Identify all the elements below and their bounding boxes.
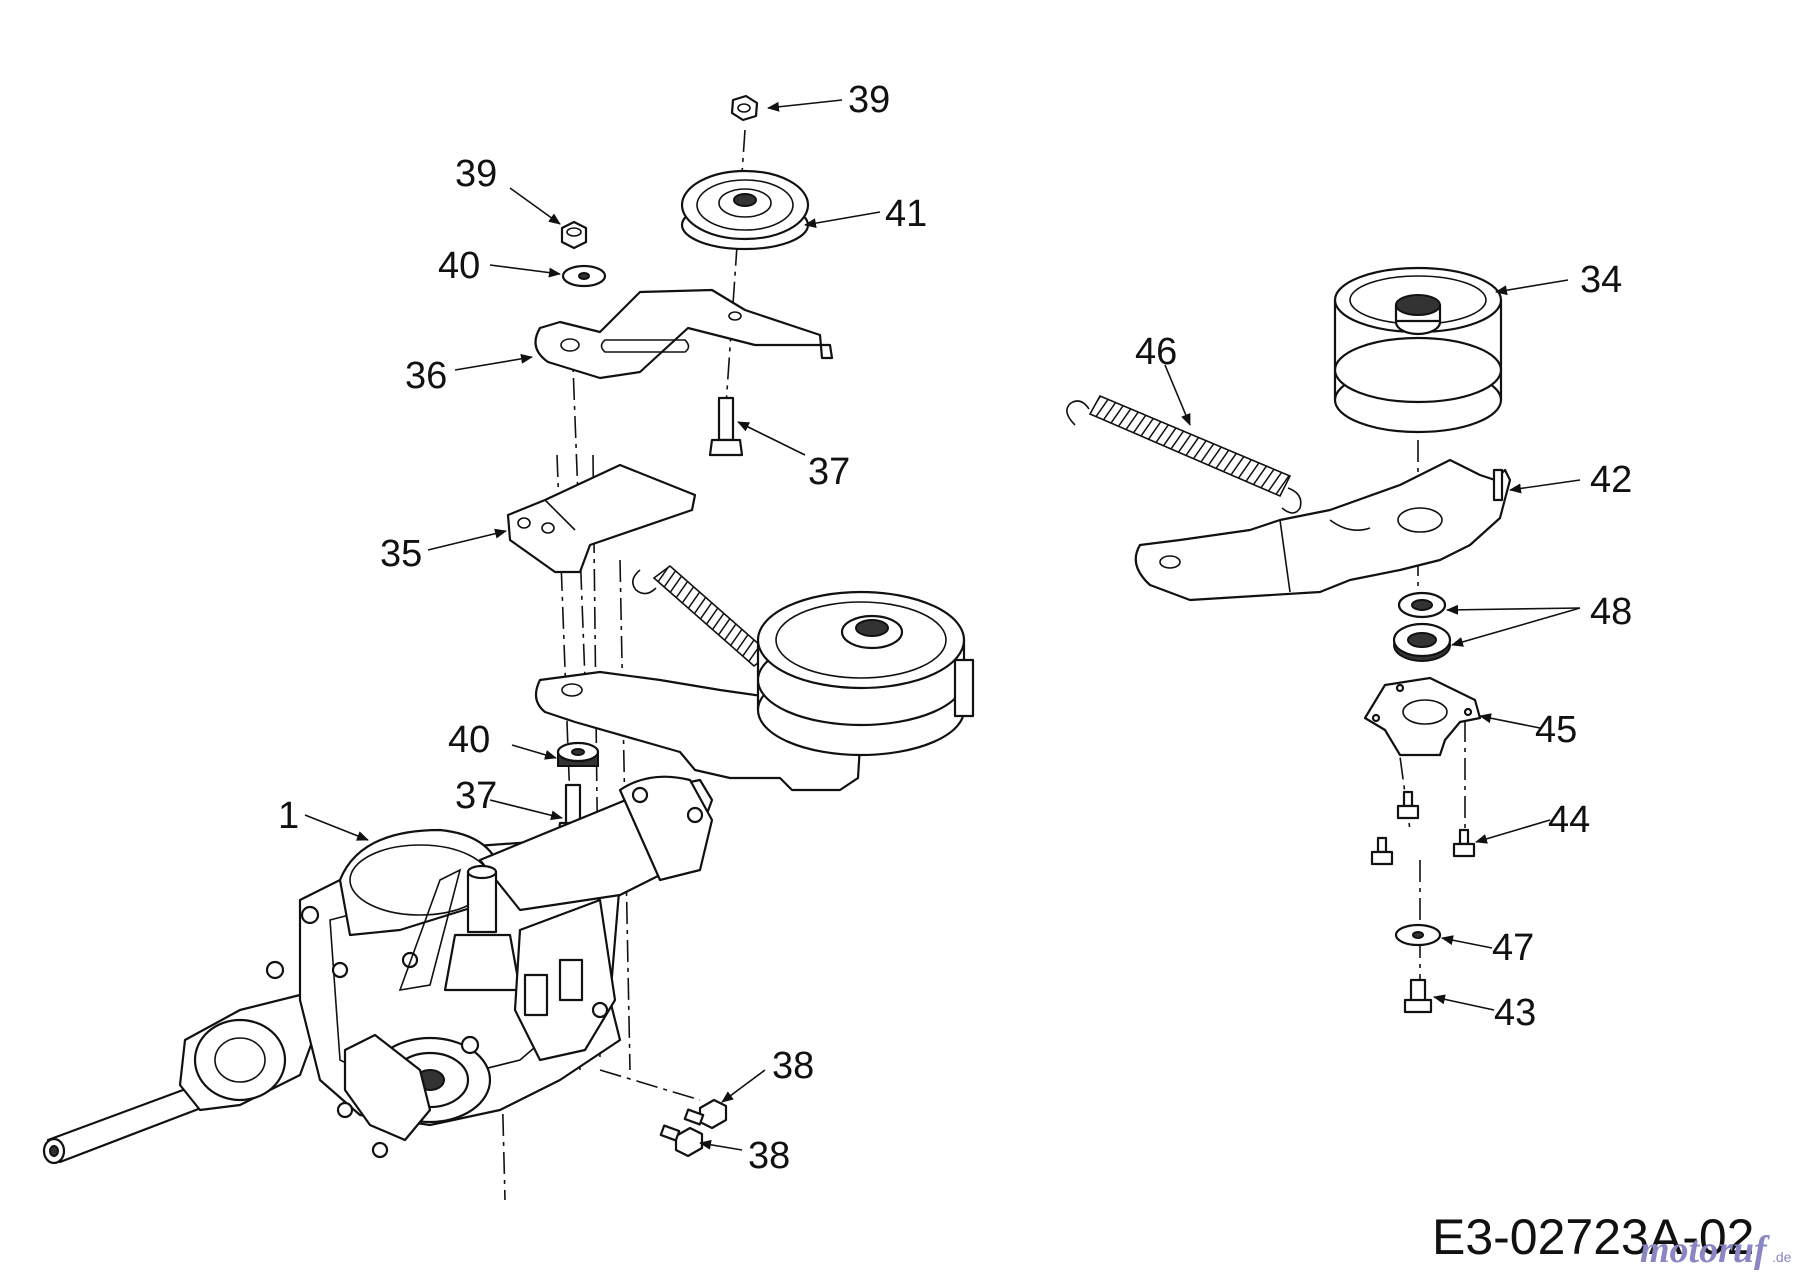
callout-48: 48 xyxy=(1590,591,1632,633)
watermark-brand: motoruf xyxy=(1640,1229,1770,1271)
tension-spring-icon xyxy=(632,564,772,681)
washer-icon xyxy=(1394,923,1442,947)
tension-spring-icon xyxy=(1066,394,1302,514)
bolt-icon xyxy=(1396,790,1420,820)
callout-35: 35 xyxy=(380,533,422,575)
callout-37-upper: 37 xyxy=(808,451,850,493)
bearing-icon xyxy=(1397,591,1447,619)
callout-labels: 39 39 41 40 36 37 35 40 37 1 38 38 34 46… xyxy=(278,79,1632,1177)
callout-45: 45 xyxy=(1535,709,1577,751)
callout-1: 1 xyxy=(278,795,299,837)
callout-43: 43 xyxy=(1494,992,1536,1034)
hex-nut-icon xyxy=(730,94,759,122)
drawing-code: E3-02723A-02 xyxy=(1432,1209,1754,1265)
callout-36: 36 xyxy=(405,355,447,397)
callout-47: 47 xyxy=(1492,927,1534,969)
bearing-icon xyxy=(1392,622,1452,662)
callout-42: 42 xyxy=(1590,459,1632,501)
idler-arm-bracket-icon xyxy=(534,288,834,380)
callout-39-top: 39 xyxy=(848,79,890,121)
callout-44: 44 xyxy=(1548,799,1590,841)
callout-40-upper: 40 xyxy=(438,245,480,287)
shoulder-bolt-icon xyxy=(708,396,744,457)
spacer-washer-icon xyxy=(556,741,600,767)
callout-39-left: 39 xyxy=(455,153,497,195)
callout-40-lower: 40 xyxy=(448,719,490,761)
flange-bolt-icon xyxy=(659,1124,704,1158)
leader-lines xyxy=(304,99,1581,1151)
callout-38-lower: 38 xyxy=(748,1135,790,1177)
flange-bolt-icon xyxy=(683,1098,728,1130)
callout-41: 41 xyxy=(885,193,927,235)
callout-37-lower: 37 xyxy=(455,775,497,817)
hex-nut-icon xyxy=(560,220,588,250)
washer-icon xyxy=(561,264,607,288)
idler-arm-bracket-right-icon xyxy=(1134,458,1512,602)
mounting-plate-icon xyxy=(506,463,697,574)
drive-pulley-large-icon xyxy=(756,590,975,757)
bearing-plate-icon xyxy=(1363,676,1482,757)
watermark-suffix: .de xyxy=(1772,1249,1792,1265)
callout-38-upper: 38 xyxy=(772,1045,814,1087)
bolt-icon xyxy=(1452,828,1476,858)
callout-46: 46 xyxy=(1135,331,1177,373)
idler-pulley-large-icon xyxy=(1333,266,1503,434)
transaxle-assembly-icon xyxy=(42,775,714,1165)
bolt-icon xyxy=(1403,978,1433,1014)
center-lines xyxy=(499,129,1466,1201)
callout-34: 34 xyxy=(1580,259,1622,301)
bolt-icon xyxy=(1370,836,1394,866)
idler-pulley-small-icon xyxy=(680,169,810,251)
